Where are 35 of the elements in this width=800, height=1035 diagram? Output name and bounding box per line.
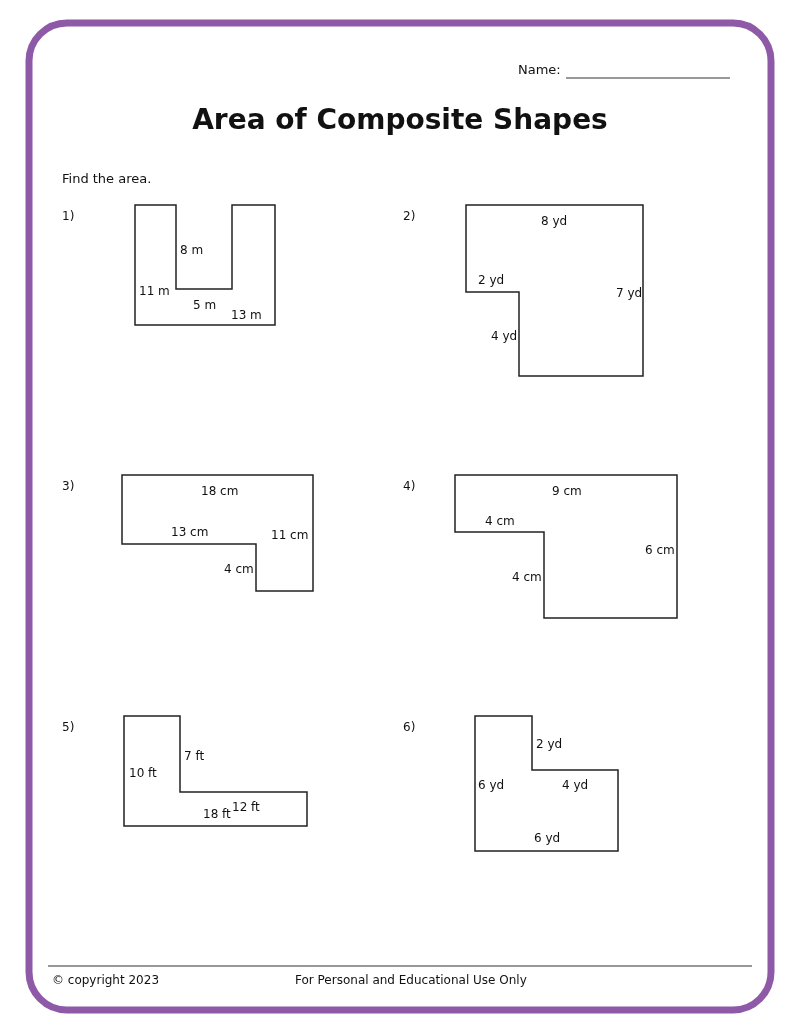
problem-number: 1) xyxy=(62,209,75,223)
problem-number: 3) xyxy=(62,479,75,493)
dimension-label: 2 yd xyxy=(478,273,505,287)
problem-number: 6) xyxy=(403,720,416,734)
dimension-label: 12 ft xyxy=(232,800,260,814)
problem-number: 5) xyxy=(62,720,75,734)
dimension-label: 13 m xyxy=(231,308,262,322)
field-label: Name: xyxy=(518,63,561,77)
dimension-label: 13 cm xyxy=(171,525,209,539)
footer-text: For Personal and Educational Use Only xyxy=(295,973,527,987)
dimension-label: 4 yd xyxy=(562,778,589,792)
dimension-label: 10 ft xyxy=(129,766,157,780)
dimension-label: 11 cm xyxy=(271,528,309,542)
dimension-label: 4 cm xyxy=(224,562,254,576)
dimension-label: 5 m xyxy=(193,298,217,312)
dimension-label: 6 yd xyxy=(534,831,561,845)
dimension-label: 8 m xyxy=(180,243,204,257)
dimension-label: 2 yd xyxy=(536,737,563,751)
problem-number: 4) xyxy=(403,479,416,493)
dimension-label: 4 yd xyxy=(491,329,518,343)
worksheet-title: Area of Composite Shapes xyxy=(191,102,609,138)
dimension-label: 18 cm xyxy=(201,484,239,498)
dimension-label: 4 cm xyxy=(512,570,542,584)
dimension-label: 18 ft xyxy=(203,807,231,821)
dimension-label: 6 yd xyxy=(478,778,505,792)
dimension-label: 9 cm xyxy=(552,484,582,498)
footer-text: © copyright 2023 xyxy=(52,973,160,987)
dimension-label: 7 ft xyxy=(184,749,205,763)
problem-number: 2) xyxy=(403,209,416,223)
dimension-label: 11 m xyxy=(139,284,170,298)
dimension-label: 6 cm xyxy=(645,543,675,557)
dimension-label: 8 yd xyxy=(541,214,568,228)
dimension-label: 4 cm xyxy=(485,514,515,528)
dimension-label: 7 yd xyxy=(616,286,643,300)
instruction-text: Find the area. xyxy=(62,172,152,186)
